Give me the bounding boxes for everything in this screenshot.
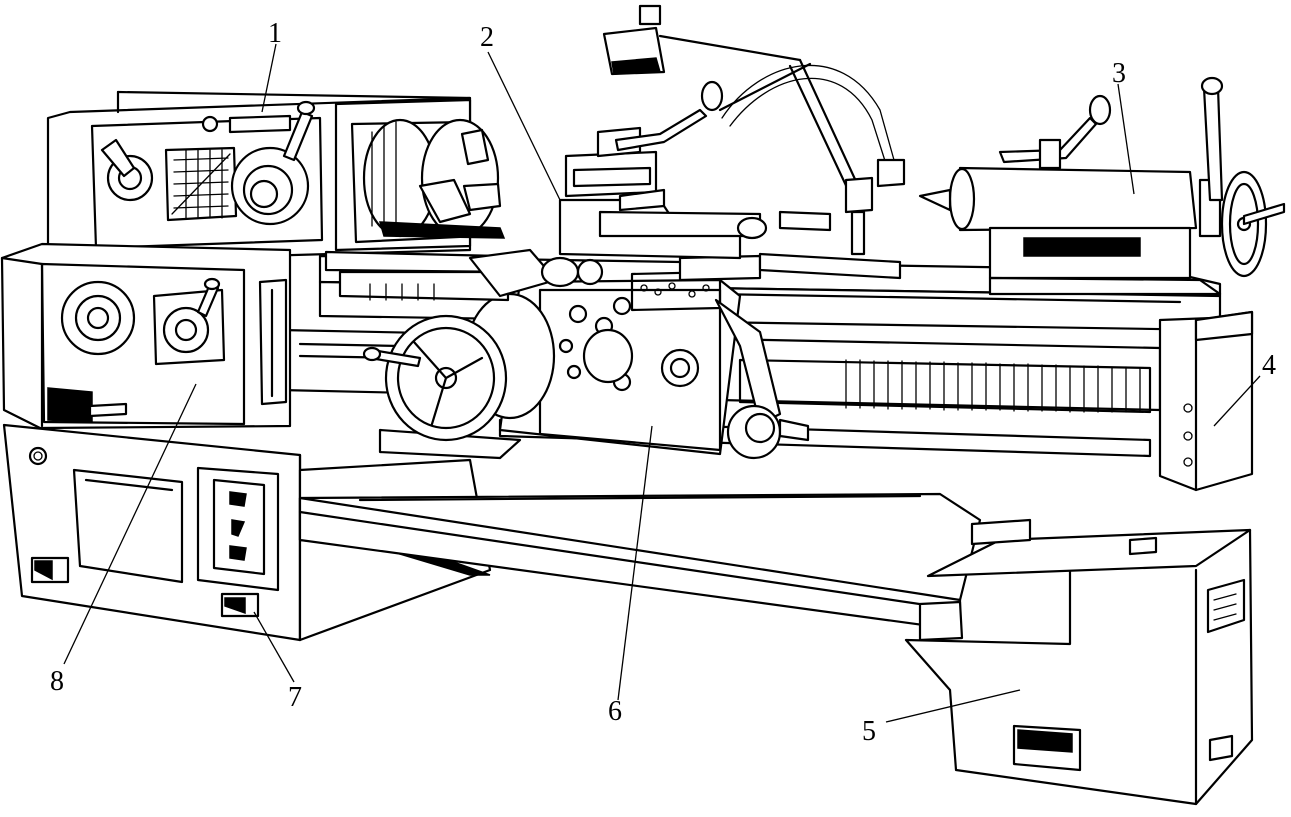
right-base-cabinet [904, 518, 1254, 806]
leader-4 [1213, 375, 1261, 427]
label-3: 3 [1112, 58, 1126, 89]
chuck [350, 118, 506, 244]
tailstock [918, 76, 1286, 296]
leader-3 [1117, 83, 1135, 195]
label-8: 8 [50, 666, 64, 697]
callout-labels: 1 2 3 4 5 6 7 8 [50, 18, 1276, 747]
electrical-box [196, 466, 280, 618]
leader-5 [885, 689, 1021, 723]
leader-lines [63, 43, 1261, 723]
label-5: 5 [862, 716, 876, 747]
right-bed-end [1158, 310, 1254, 492]
apron [498, 270, 810, 460]
carriage-top [324, 248, 902, 302]
leader-8 [63, 383, 197, 665]
leader-6 [617, 425, 653, 701]
label-6: 6 [608, 696, 622, 727]
feed-gearbox [0, 242, 292, 430]
handwheel [362, 292, 556, 442]
label-2: 2 [480, 22, 494, 53]
leader-7 [253, 611, 295, 683]
label-4: 4 [1262, 350, 1276, 381]
label-7: 7 [288, 682, 302, 713]
label-1: 1 [268, 18, 282, 49]
work-lamp [602, 4, 906, 256]
tool-post [558, 80, 832, 260]
chip-tray [298, 428, 982, 642]
leader-1 [261, 43, 277, 113]
leader-2 [487, 51, 561, 201]
